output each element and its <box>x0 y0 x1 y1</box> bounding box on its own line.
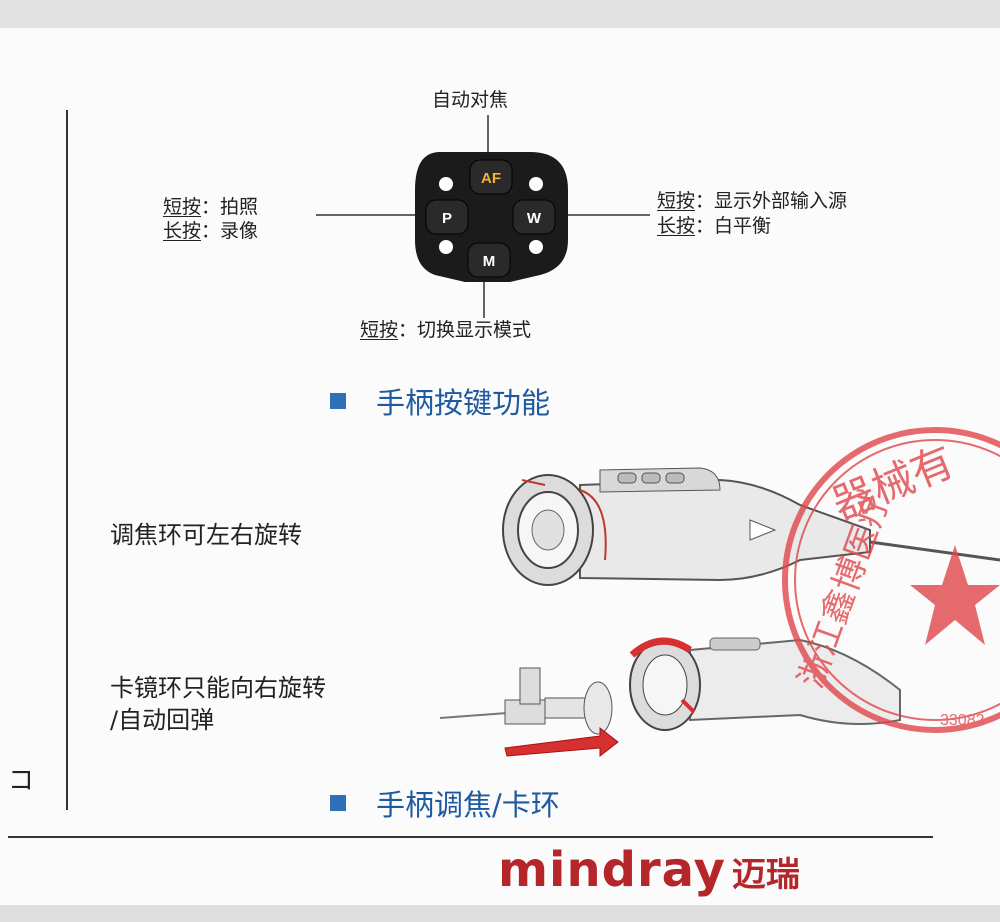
bullet-square-icon <box>330 393 346 409</box>
keypad-dot <box>439 240 453 254</box>
m-key <box>467 242 511 278</box>
af-function-label: 自动对焦 <box>432 89 509 111</box>
af-key-label: AF <box>481 170 501 187</box>
clip-ring-description-line1: 卡镜环只能向右旋转 <box>110 674 326 702</box>
w-short-press-label: 短按：显示外部输入源 <box>657 190 848 212</box>
bullet-square-icon <box>330 795 346 811</box>
keypad-dot <box>439 177 453 191</box>
focus-ring-description: 调焦环可左右旋转 <box>110 521 302 549</box>
p-short-press-label: 短按：拍照 <box>163 196 259 218</box>
bottom-scan-border <box>0 905 1000 922</box>
footer-divider <box>8 836 933 838</box>
section-caption-focus-clip: 手柄调焦/卡环 <box>330 782 560 824</box>
w-key <box>512 199 556 235</box>
section-caption-keys: 手柄按键功能 <box>330 380 550 422</box>
m-key-label: M <box>483 253 496 270</box>
w-long-press-label: 长按：白平衡 <box>657 215 772 237</box>
top-scan-border <box>0 0 1000 28</box>
logo-brand: mindray <box>498 842 726 898</box>
seal-number: 33082 <box>940 712 985 729</box>
left-divider <box>66 110 68 810</box>
clip-ring-description-line2: /自动回弹 <box>110 706 215 734</box>
logo-brand-cn: 迈瑞 <box>731 855 800 895</box>
p-key <box>425 199 469 235</box>
p-key-label: P <box>442 210 452 227</box>
af-key <box>469 159 513 195</box>
m-short-press-label: 短按：切换显示模式 <box>360 319 532 341</box>
keypad-dot <box>529 240 543 254</box>
w-key-label: W <box>527 210 542 227</box>
p-long-press-label: 长按：录像 <box>163 220 259 242</box>
corner-mark: コ <box>8 766 35 796</box>
keypad-dot <box>529 177 543 191</box>
mindray-logo: mindray 迈瑞 <box>498 842 800 898</box>
